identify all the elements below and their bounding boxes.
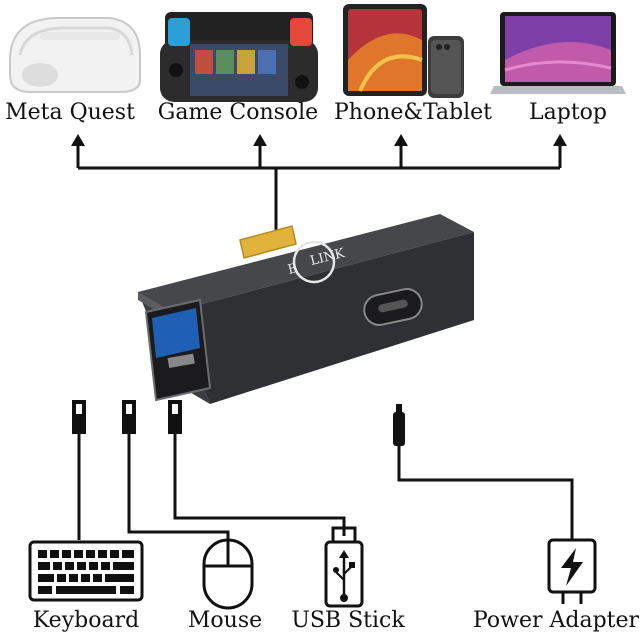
label-keyboard: Keyboard: [32, 608, 140, 633]
label-phone-tablet: Phone&Tablet: [333, 100, 493, 125]
label-mouse: Mouse: [187, 608, 263, 633]
label-usb-stick: USB Stick: [291, 608, 405, 633]
label-laptop: Laptop: [529, 100, 607, 125]
usb-stick-icon: [324, 526, 364, 608]
label-power-adapter: Power Adapter: [472, 608, 640, 633]
power-adapter-icon: [547, 538, 597, 604]
label-game-console: Game Console: [157, 100, 319, 125]
game-console-icon: [160, 12, 318, 102]
top-arrowheads: [71, 134, 567, 146]
vr-headset-icon: [9, 17, 141, 93]
mouse-icon: [202, 538, 254, 610]
usb-plugs: [72, 400, 182, 434]
phone-tablet-icon: [343, 4, 464, 98]
left-cables: [77, 434, 346, 542]
keyboard-icon: [28, 540, 144, 602]
top-connector-lines: [76, 142, 562, 230]
laptop-icon: [490, 12, 626, 94]
power-cable: [393, 404, 574, 540]
usb-c-adapter: [138, 214, 474, 404]
label-meta-quest: Meta Quest: [5, 100, 135, 125]
